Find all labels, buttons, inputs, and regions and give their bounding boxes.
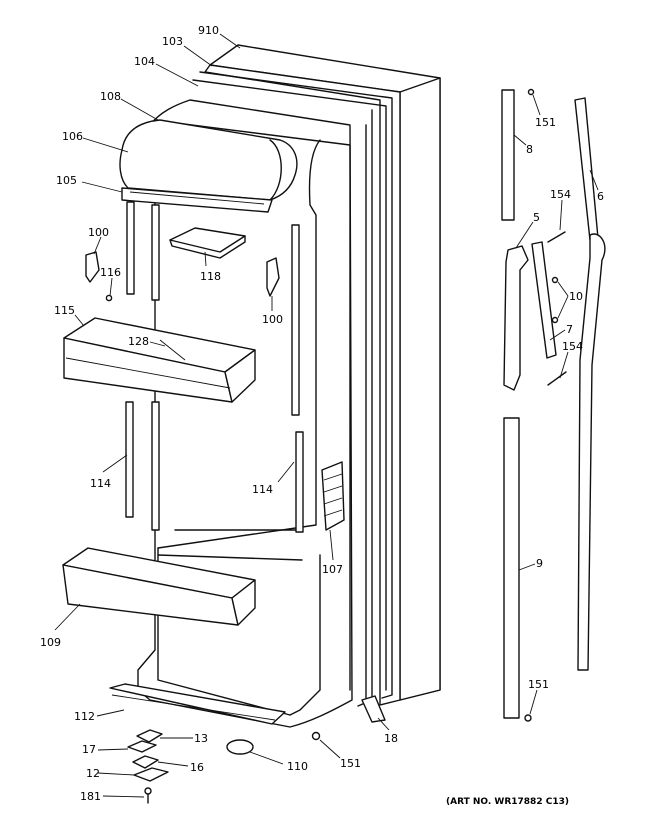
small-hardware — [127, 729, 321, 804]
label-151-bottom: 151 — [340, 757, 361, 770]
door-bin-large — [63, 317, 256, 403]
shelf-supports — [125, 201, 304, 533]
door-bin-lower — [62, 547, 256, 626]
label-104: 104 — [134, 55, 155, 68]
callout-labels: 910 103 104 108 106 105 100 116 115 118 … — [40, 24, 604, 803]
label-108: 108 — [100, 90, 121, 103]
label-5: 5 — [533, 211, 540, 224]
label-6: 6 — [597, 190, 604, 203]
label-110: 110 — [287, 760, 308, 773]
screw-icon — [105, 294, 113, 302]
label-10: 10 — [569, 290, 583, 303]
label-114-left: 114 — [90, 477, 111, 490]
label-7: 7 — [566, 323, 573, 336]
label-116: 116 — [100, 266, 121, 279]
door-stop-107 — [321, 461, 345, 531]
label-13: 13 — [194, 732, 208, 745]
label-114-right: 114 — [252, 483, 273, 496]
label-154-bottom: 154 — [562, 340, 583, 353]
label-8: 8 — [526, 143, 533, 156]
label-128: 128 — [128, 335, 149, 348]
outer-door-panel — [204, 44, 441, 706]
label-109: 109 — [40, 636, 61, 649]
leader-lines — [54, 33, 599, 798]
label-118: 118 — [200, 270, 221, 283]
label-112: 112 — [74, 710, 95, 723]
label-17: 17 — [82, 743, 96, 756]
art-number: (ART NO. WR17882 C13) — [446, 797, 569, 807]
label-151-right: 151 — [528, 678, 549, 691]
label-12: 12 — [86, 767, 100, 780]
label-106: 106 — [62, 130, 83, 143]
label-16: 16 — [190, 761, 204, 774]
dairy-compartment-cover — [119, 119, 298, 213]
label-115: 115 — [54, 304, 75, 317]
label-100-right: 100 — [262, 313, 283, 326]
label-100-left: 100 — [88, 226, 109, 239]
bottom-trim — [109, 683, 286, 725]
label-107: 107 — [322, 563, 343, 576]
small-shelf — [169, 227, 246, 259]
label-910: 910 — [198, 24, 219, 37]
label-181: 181 — [80, 790, 101, 803]
label-103: 103 — [162, 35, 183, 48]
label-9: 9 — [536, 557, 543, 570]
label-105: 105 — [56, 174, 77, 187]
label-151-top: 151 — [535, 116, 556, 129]
clips — [85, 251, 280, 297]
label-154-top: 154 — [550, 188, 571, 201]
handle-parts — [501, 88, 606, 722]
strip-18 — [361, 695, 386, 723]
label-18: 18 — [384, 732, 398, 745]
